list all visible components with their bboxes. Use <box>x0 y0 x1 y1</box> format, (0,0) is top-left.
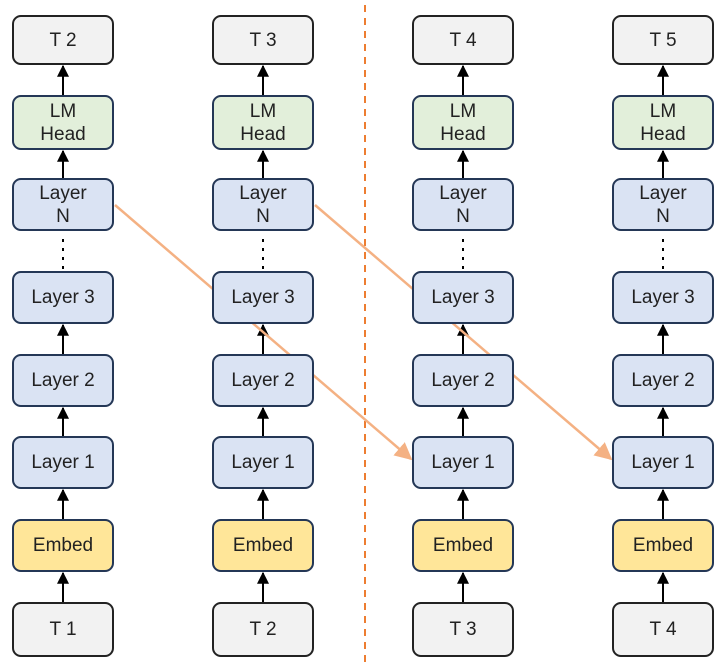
output-token-box: T 4 <box>412 15 514 65</box>
input-token-box: T 1 <box>12 602 114 657</box>
embed-box: Embed <box>412 519 514 572</box>
layer-n-box: Layer N <box>212 178 314 231</box>
layer-3-box: Layer 3 <box>212 271 314 324</box>
output-token-box: T 3 <box>212 15 314 65</box>
output-token-box: T 2 <box>12 15 114 65</box>
layer-n-box: Layer N <box>412 178 514 231</box>
layer-2-box: Layer 2 <box>412 354 514 407</box>
embed-box: Embed <box>612 519 714 572</box>
embed-box: Embed <box>212 519 314 572</box>
layer-3-box: Layer 3 <box>612 271 714 324</box>
layer-n-box: Layer N <box>612 178 714 231</box>
input-token-box: T 4 <box>612 602 714 657</box>
lm-head-box: LM Head <box>612 95 714 150</box>
layer-1-box: Layer 1 <box>612 436 714 489</box>
layer-n-box: Layer N <box>12 178 114 231</box>
layer-2-box: Layer 2 <box>12 354 114 407</box>
layer-3-box: Layer 3 <box>412 271 514 324</box>
layer-2-box: Layer 2 <box>612 354 714 407</box>
layer-3-box: Layer 3 <box>12 271 114 324</box>
lm-head-box: LM Head <box>12 95 114 150</box>
output-token-box: T 5 <box>612 15 714 65</box>
embed-box: Embed <box>12 519 114 572</box>
input-token-box: T 3 <box>412 602 514 657</box>
layer-1-box: Layer 1 <box>212 436 314 489</box>
lm-head-box: LM Head <box>212 95 314 150</box>
layer-2-box: Layer 2 <box>212 354 314 407</box>
layer-1-box: Layer 1 <box>12 436 114 489</box>
lm-head-box: LM Head <box>412 95 514 150</box>
layer-1-box: Layer 1 <box>412 436 514 489</box>
input-token-box: T 2 <box>212 602 314 657</box>
